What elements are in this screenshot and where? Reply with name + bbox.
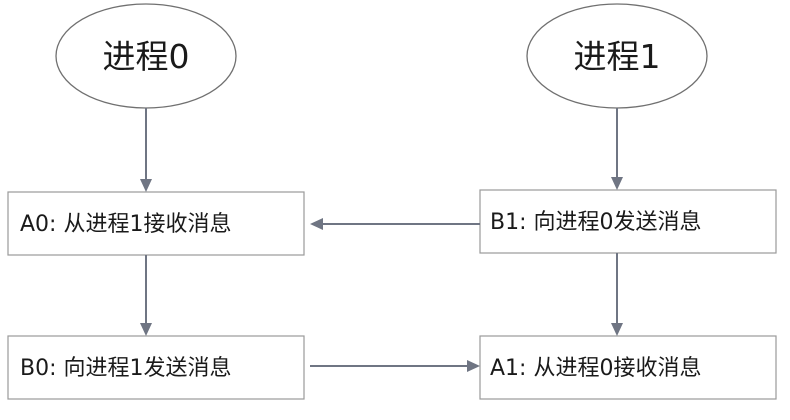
arrow-b0-to-a1 [310, 360, 480, 372]
step-b1-label: B1: 向进程0发送消息 [490, 210, 702, 235]
arrow-a0-to-b0-head [140, 323, 152, 336]
step-b0-box [7, 335, 305, 400]
step-a1-label: A1: 从进程0接收消息 [490, 356, 701, 381]
step-a0-box [7, 191, 305, 256]
step-a1-node: A1: 从进程0接收消息 [479, 335, 777, 400]
arrow-process-1-to-b1-head [611, 177, 623, 190]
arrow-b1-to-a1-head [611, 323, 623, 336]
arrow-process-0-to-a0-head [140, 179, 152, 192]
step-b0-label: B0: 向进程1发送消息 [20, 356, 232, 381]
arrow-b1-to-a1 [611, 253, 623, 336]
arrow-b0-to-a1-head [467, 360, 480, 372]
step-a0-label: A0: 从进程1接收消息 [20, 212, 231, 237]
step-a0-node: A0: 从进程1接收消息 [7, 191, 305, 256]
step-b1-box [479, 189, 777, 254]
process-1-label: 进程1 [574, 37, 661, 76]
step-b0-node: B0: 向进程1发送消息 [7, 335, 305, 400]
process-0-node: 进程0 [55, 3, 237, 109]
step-b1-node: B1: 向进程0发送消息 [479, 189, 777, 254]
arrow-a0-to-b0 [140, 255, 152, 336]
arrow-process-1-to-b1 [611, 108, 623, 190]
step-a1-box [479, 335, 777, 400]
process-1-node: 进程1 [526, 3, 708, 109]
process-0-label: 进程0 [103, 37, 190, 76]
arrow-process-0-to-a0 [140, 108, 152, 192]
arrow-b1-to-a0 [310, 218, 480, 230]
arrow-b1-to-a0-head [310, 218, 323, 230]
